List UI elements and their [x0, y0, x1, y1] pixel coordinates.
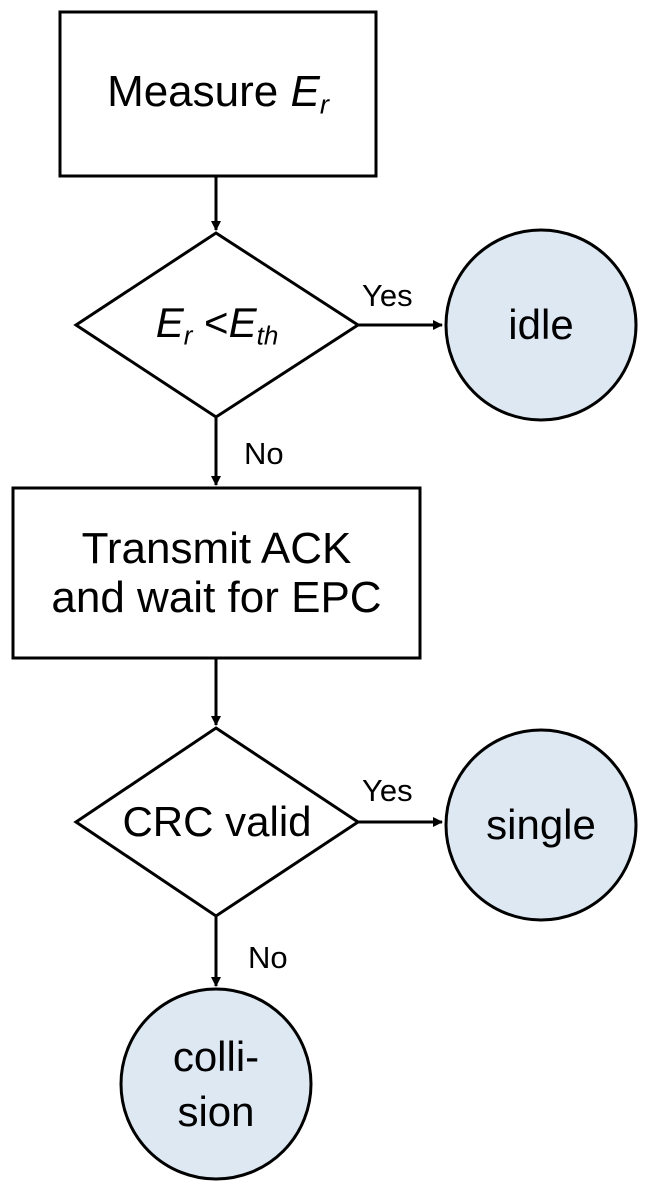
- single-label: single: [486, 801, 596, 849]
- energy-lhs-subscript: r: [183, 320, 193, 351]
- idle-label: idle: [508, 301, 574, 349]
- collision-line-1: colli-: [172, 1033, 260, 1081]
- crc-no-label: No: [248, 939, 288, 975]
- measure-var-subscript: r: [319, 89, 329, 121]
- transmit-line-1: Transmit ACK: [81, 523, 352, 573]
- transmit-line-2: and wait for EPC: [51, 573, 382, 622]
- collision-line-2: sion: [177, 1088, 255, 1135]
- transmit-label: Transmit ACK and wait for EPC: [13, 488, 420, 658]
- measure-text: Measure: [107, 67, 279, 117]
- energy-rhs: E: [228, 299, 257, 347]
- energy-check-label: Er <Eth: [96, 285, 338, 365]
- energy-lhs: E: [155, 299, 184, 347]
- measure-box: [58, 10, 378, 178]
- transmit-box: [11, 486, 422, 660]
- collision-circle: [119, 987, 313, 1181]
- crc-yes-label: Yes: [362, 772, 413, 808]
- energy-no-label: No: [244, 435, 284, 471]
- collision-label: colli- sion: [131, 1015, 301, 1155]
- measure-label: Measure Er: [60, 12, 376, 176]
- energy-operator: <: [204, 299, 229, 347]
- idle-circle: [444, 228, 638, 422]
- energy-rhs-subscript: th: [256, 320, 279, 351]
- measure-var: E: [290, 67, 320, 117]
- crc-check-label: CRC valid: [122, 798, 312, 846]
- energy-yes-label: Yes: [362, 277, 413, 313]
- single-circle: [444, 728, 638, 922]
